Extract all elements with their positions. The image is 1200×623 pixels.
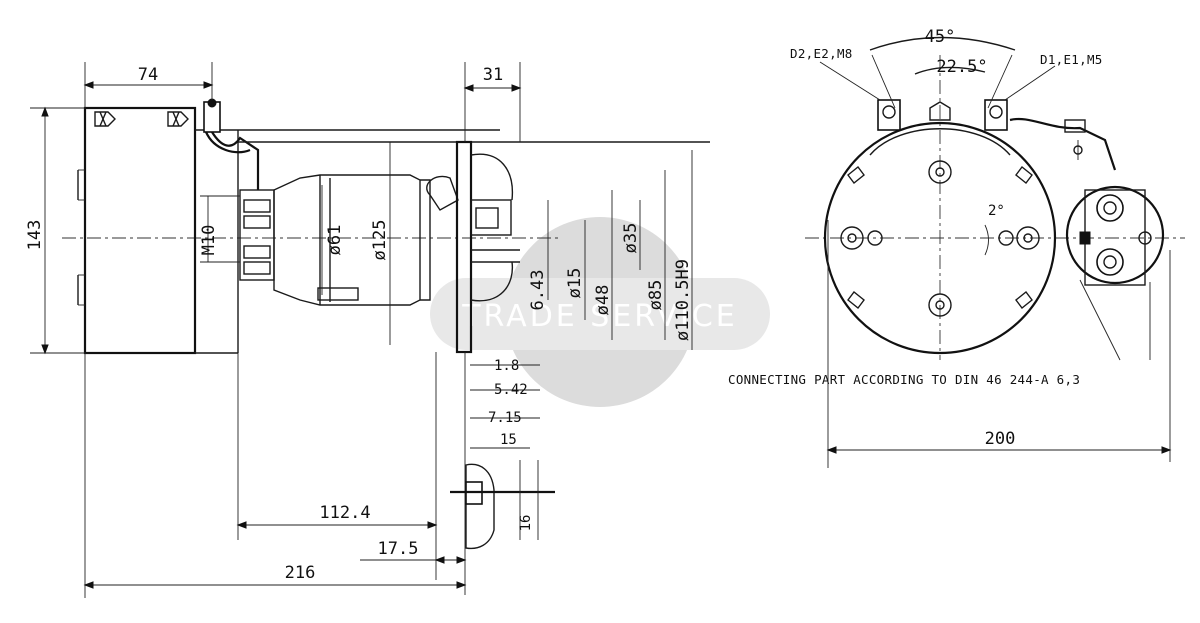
dim-dia125: ø125 <box>370 220 390 261</box>
bolt-bottom <box>928 293 952 317</box>
label-din-note: CONNECTING PART ACCORDING TO DIN 46 244-… <box>728 372 1080 387</box>
front-view: 45° 22.5° 2° D2,E2,M8 D1,E1,M5 CONNECTIN… <box>728 27 1185 468</box>
dim-dia1105: ø110.5H9 <box>673 259 693 341</box>
dim-643: 6.43 <box>528 270 548 311</box>
dim-angle225: 22.5° <box>936 57 987 77</box>
bolt-top <box>928 160 952 184</box>
dim-715: 7.15 <box>488 410 522 426</box>
dim-74: 74 <box>138 65 158 85</box>
dim-18: 1.8 <box>494 358 519 374</box>
dim-15: 15 <box>500 432 517 448</box>
watermark-text: TRADE SERVICE <box>461 299 738 334</box>
bolt-right <box>998 226 1040 250</box>
label-terminal-right: D1,E1,M5 <box>1040 52 1103 67</box>
dim-dia15: ø15 <box>565 268 585 299</box>
motor-housing <box>83 106 197 355</box>
dim-dia61: ø61 <box>325 225 345 256</box>
watermark-band <box>430 278 770 350</box>
dim-m10: M10 <box>199 225 219 256</box>
dim-1124: 112.4 <box>319 503 370 523</box>
dim-dia48: ø48 <box>593 285 613 316</box>
dim-175: 17.5 <box>378 539 419 559</box>
dim-200: 200 <box>985 429 1016 449</box>
dim-angle45: 45° <box>925 27 956 47</box>
dim-16: 16 <box>518 515 534 532</box>
dim-542: 5.42 <box>494 382 528 398</box>
front-side-circle <box>1065 185 1165 285</box>
watermark: TRADE SERVICE <box>430 217 770 407</box>
side-view: M10 ø61 ø125 74 143 <box>25 62 710 598</box>
label-terminal-left: D2,E2,M8 <box>790 46 853 61</box>
dim-143: 143 <box>25 220 45 251</box>
dim-angle2: 2° <box>988 203 1005 219</box>
dim-216: 216 <box>285 563 316 583</box>
dim-31: 31 <box>483 65 503 85</box>
dim-dia35: ø35 <box>621 223 641 254</box>
front-main-circle <box>823 121 1057 355</box>
bolt-left <box>840 226 883 250</box>
dim-dia85: ø85 <box>646 280 666 311</box>
